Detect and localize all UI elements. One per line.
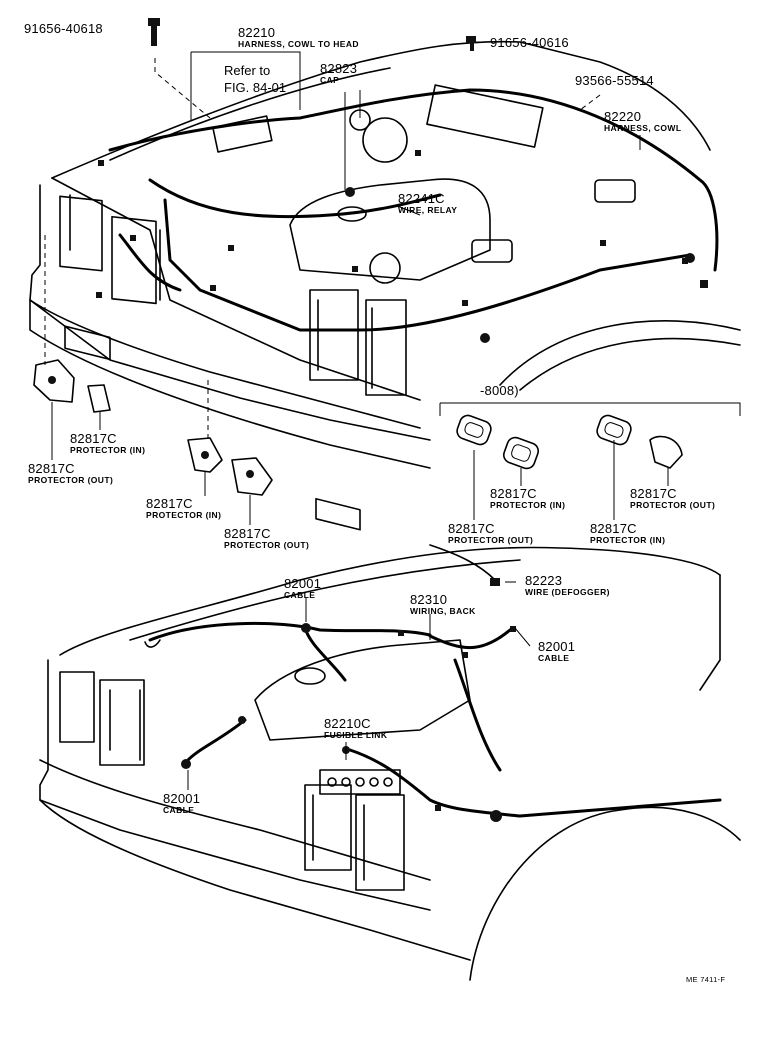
part-label-protector-in-1: 82817C PROTECTOR (IN): [70, 432, 145, 455]
part-caption: HARNESS, COWL TO HEAD: [238, 39, 359, 49]
part-number: 82817C: [490, 486, 537, 501]
part-number: 82220: [604, 109, 642, 124]
part-label-cap: 82823 CAP: [320, 62, 357, 85]
part-caption: CABLE: [163, 805, 195, 815]
part-caption: WIRING, BACK: [410, 606, 476, 616]
small-bolt-icon: [466, 36, 476, 51]
part-number: 82223: [525, 573, 563, 588]
part-number: 82001: [538, 639, 576, 654]
part-number: 82210C: [324, 716, 371, 731]
part-label-wire-relay: 82241C WIRE, RELAY: [398, 192, 457, 215]
figure-reference: FIG. 84-01: [224, 80, 287, 95]
part-label-clip: 93566-55514: [575, 74, 654, 87]
part-number: 82310: [410, 592, 448, 607]
part-caption: PROTECTOR (IN): [590, 535, 666, 545]
part-label-bolt-b: 91656-40616: [490, 36, 569, 49]
part-number: 82817C: [70, 431, 117, 446]
lower-vehicle-drawing: [39, 544, 741, 981]
part-number: 82817C: [224, 526, 271, 541]
part-number: 91656-40618: [24, 21, 103, 36]
part-label-wire-defogger: 82223 WIRE (DEFOGGER): [525, 574, 610, 597]
part-caption: PROTECTOR (OUT): [630, 500, 716, 510]
part-caption: CABLE: [284, 590, 316, 600]
part-caption: PROTECTOR (OUT): [224, 540, 310, 550]
part-label-cable-3: 82001 CABLE: [163, 792, 200, 815]
part-label-harness-cowl: 82220 HARNESS, COWL: [604, 110, 681, 133]
bracket-label: -8008): [480, 383, 519, 398]
part-caption: PROTECTOR (IN): [146, 510, 222, 520]
part-caption: FUSIBLE LINK: [324, 730, 388, 740]
part-label-cable-1: 82001 CABLE: [284, 577, 321, 600]
part-caption: WIRE, RELAY: [398, 205, 458, 215]
part-label-protector-in-3: 82817C PROTECTOR (IN): [490, 487, 565, 510]
part-caption: PROTECTOR (IN): [70, 445, 146, 455]
part-number: 91656-40616: [490, 35, 569, 50]
part-label-fusible-link: 82210C FUSIBLE LINK: [324, 717, 387, 740]
protector-part-icon: [33, 359, 273, 525]
part-number: 82001: [163, 791, 201, 806]
upper-vehicle-drawing: [29, 40, 741, 531]
part-number: 82823: [320, 61, 358, 76]
part-number: 93566-55514: [575, 73, 654, 88]
part-number: 82817C: [146, 496, 193, 511]
bolt-icon: [148, 18, 160, 46]
part-label-protector-out-2: 82817C PROTECTOR (OUT): [224, 527, 309, 550]
part-caption: HARNESS, COWL: [604, 123, 682, 133]
part-number: 82817C: [28, 461, 75, 476]
refer-to-text: Refer to: [224, 63, 271, 78]
part-caption: WIRE (DEFOGGER): [525, 587, 610, 597]
part-label-protector-out-1: 82817C PROTECTOR (OUT): [28, 462, 113, 485]
part-caption: PROTECTOR (IN): [490, 500, 566, 510]
part-label-wiring-back: 82310 WIRING, BACK: [410, 593, 476, 616]
protector-grommet-set: [439, 402, 741, 520]
part-label-cable-2: 82001 CABLE: [538, 640, 575, 663]
part-label-protector-in-4: 82817C PROTECTOR (IN): [590, 522, 665, 545]
part-label-bolt-a: 91656-40618: [24, 22, 103, 35]
part-number: 82241C: [398, 191, 445, 206]
part-caption: PROTECTOR (OUT): [448, 535, 534, 545]
part-label-protector-in-2: 82817C PROTECTOR (IN): [146, 497, 221, 520]
part-caption: CAP: [320, 75, 340, 85]
part-number: 82817C: [630, 486, 677, 501]
part-label-protector-out-4: 82817C PROTECTOR (OUT): [448, 522, 533, 545]
part-label-protector-out-3: 82817C PROTECTOR (OUT): [630, 487, 715, 510]
part-number: 82817C: [448, 521, 495, 536]
diagram-code: ME 7411-F: [686, 975, 726, 984]
part-caption: PROTECTOR (OUT): [28, 475, 114, 485]
part-number: 82210: [238, 25, 276, 40]
part-number: 82817C: [590, 521, 637, 536]
part-caption: CABLE: [538, 653, 570, 663]
part-label-harness-cowl-to-head: 82210 HARNESS, COWL TO HEAD: [238, 26, 359, 49]
part-number: 82001: [284, 576, 322, 591]
